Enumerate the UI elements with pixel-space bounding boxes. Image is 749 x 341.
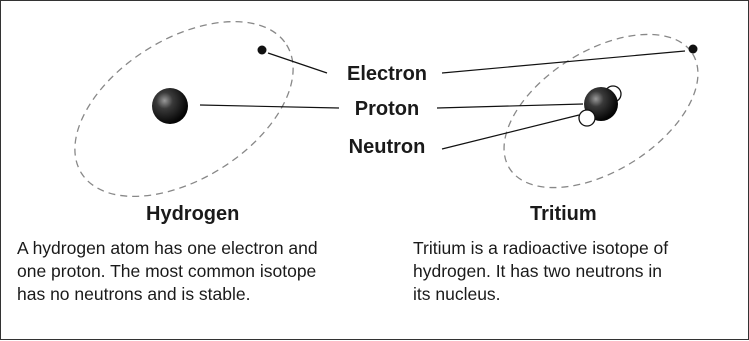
- neutron-label: Neutron: [349, 136, 426, 158]
- hydrogen-proton: [152, 88, 188, 124]
- proton-label: Proton: [355, 98, 419, 120]
- hydrogen-description: A hydrogen atom has one electron and one…: [17, 237, 318, 306]
- proton-leader-line-right: [436, 103, 584, 109]
- hydrogen-title: Hydrogen: [146, 203, 240, 225]
- hydrogen-description-line: one proton. The most common isotope: [17, 261, 317, 281]
- tritium-description-line: its nucleus.: [413, 284, 501, 304]
- electron-label: Electron: [347, 63, 427, 85]
- tritium-description-line: hydrogen. It has two neutrons in: [413, 261, 663, 281]
- neutron-leader-line: [441, 114, 580, 150]
- tritium-neutron: [578, 109, 596, 127]
- electron-leader-line-right: [441, 50, 686, 74]
- electron-leader-line-left: [267, 52, 328, 74]
- hydrogen-electron: [257, 45, 267, 55]
- proton-leader-line-left: [199, 104, 340, 109]
- hydrogen-description-line: A hydrogen atom has one electron and: [17, 238, 318, 258]
- tritium-description: Tritium is a radioactive isotope of hydr…: [413, 237, 668, 306]
- tritium-electron: [688, 44, 698, 54]
- hydrogen-orbit: [74, 20, 294, 198]
- tritium-description-line: Tritium is a radioactive isotope of: [413, 238, 669, 258]
- tritium-title: Tritium: [530, 203, 597, 225]
- hydrogen-description-line: has no neutrons and is stable.: [17, 284, 251, 304]
